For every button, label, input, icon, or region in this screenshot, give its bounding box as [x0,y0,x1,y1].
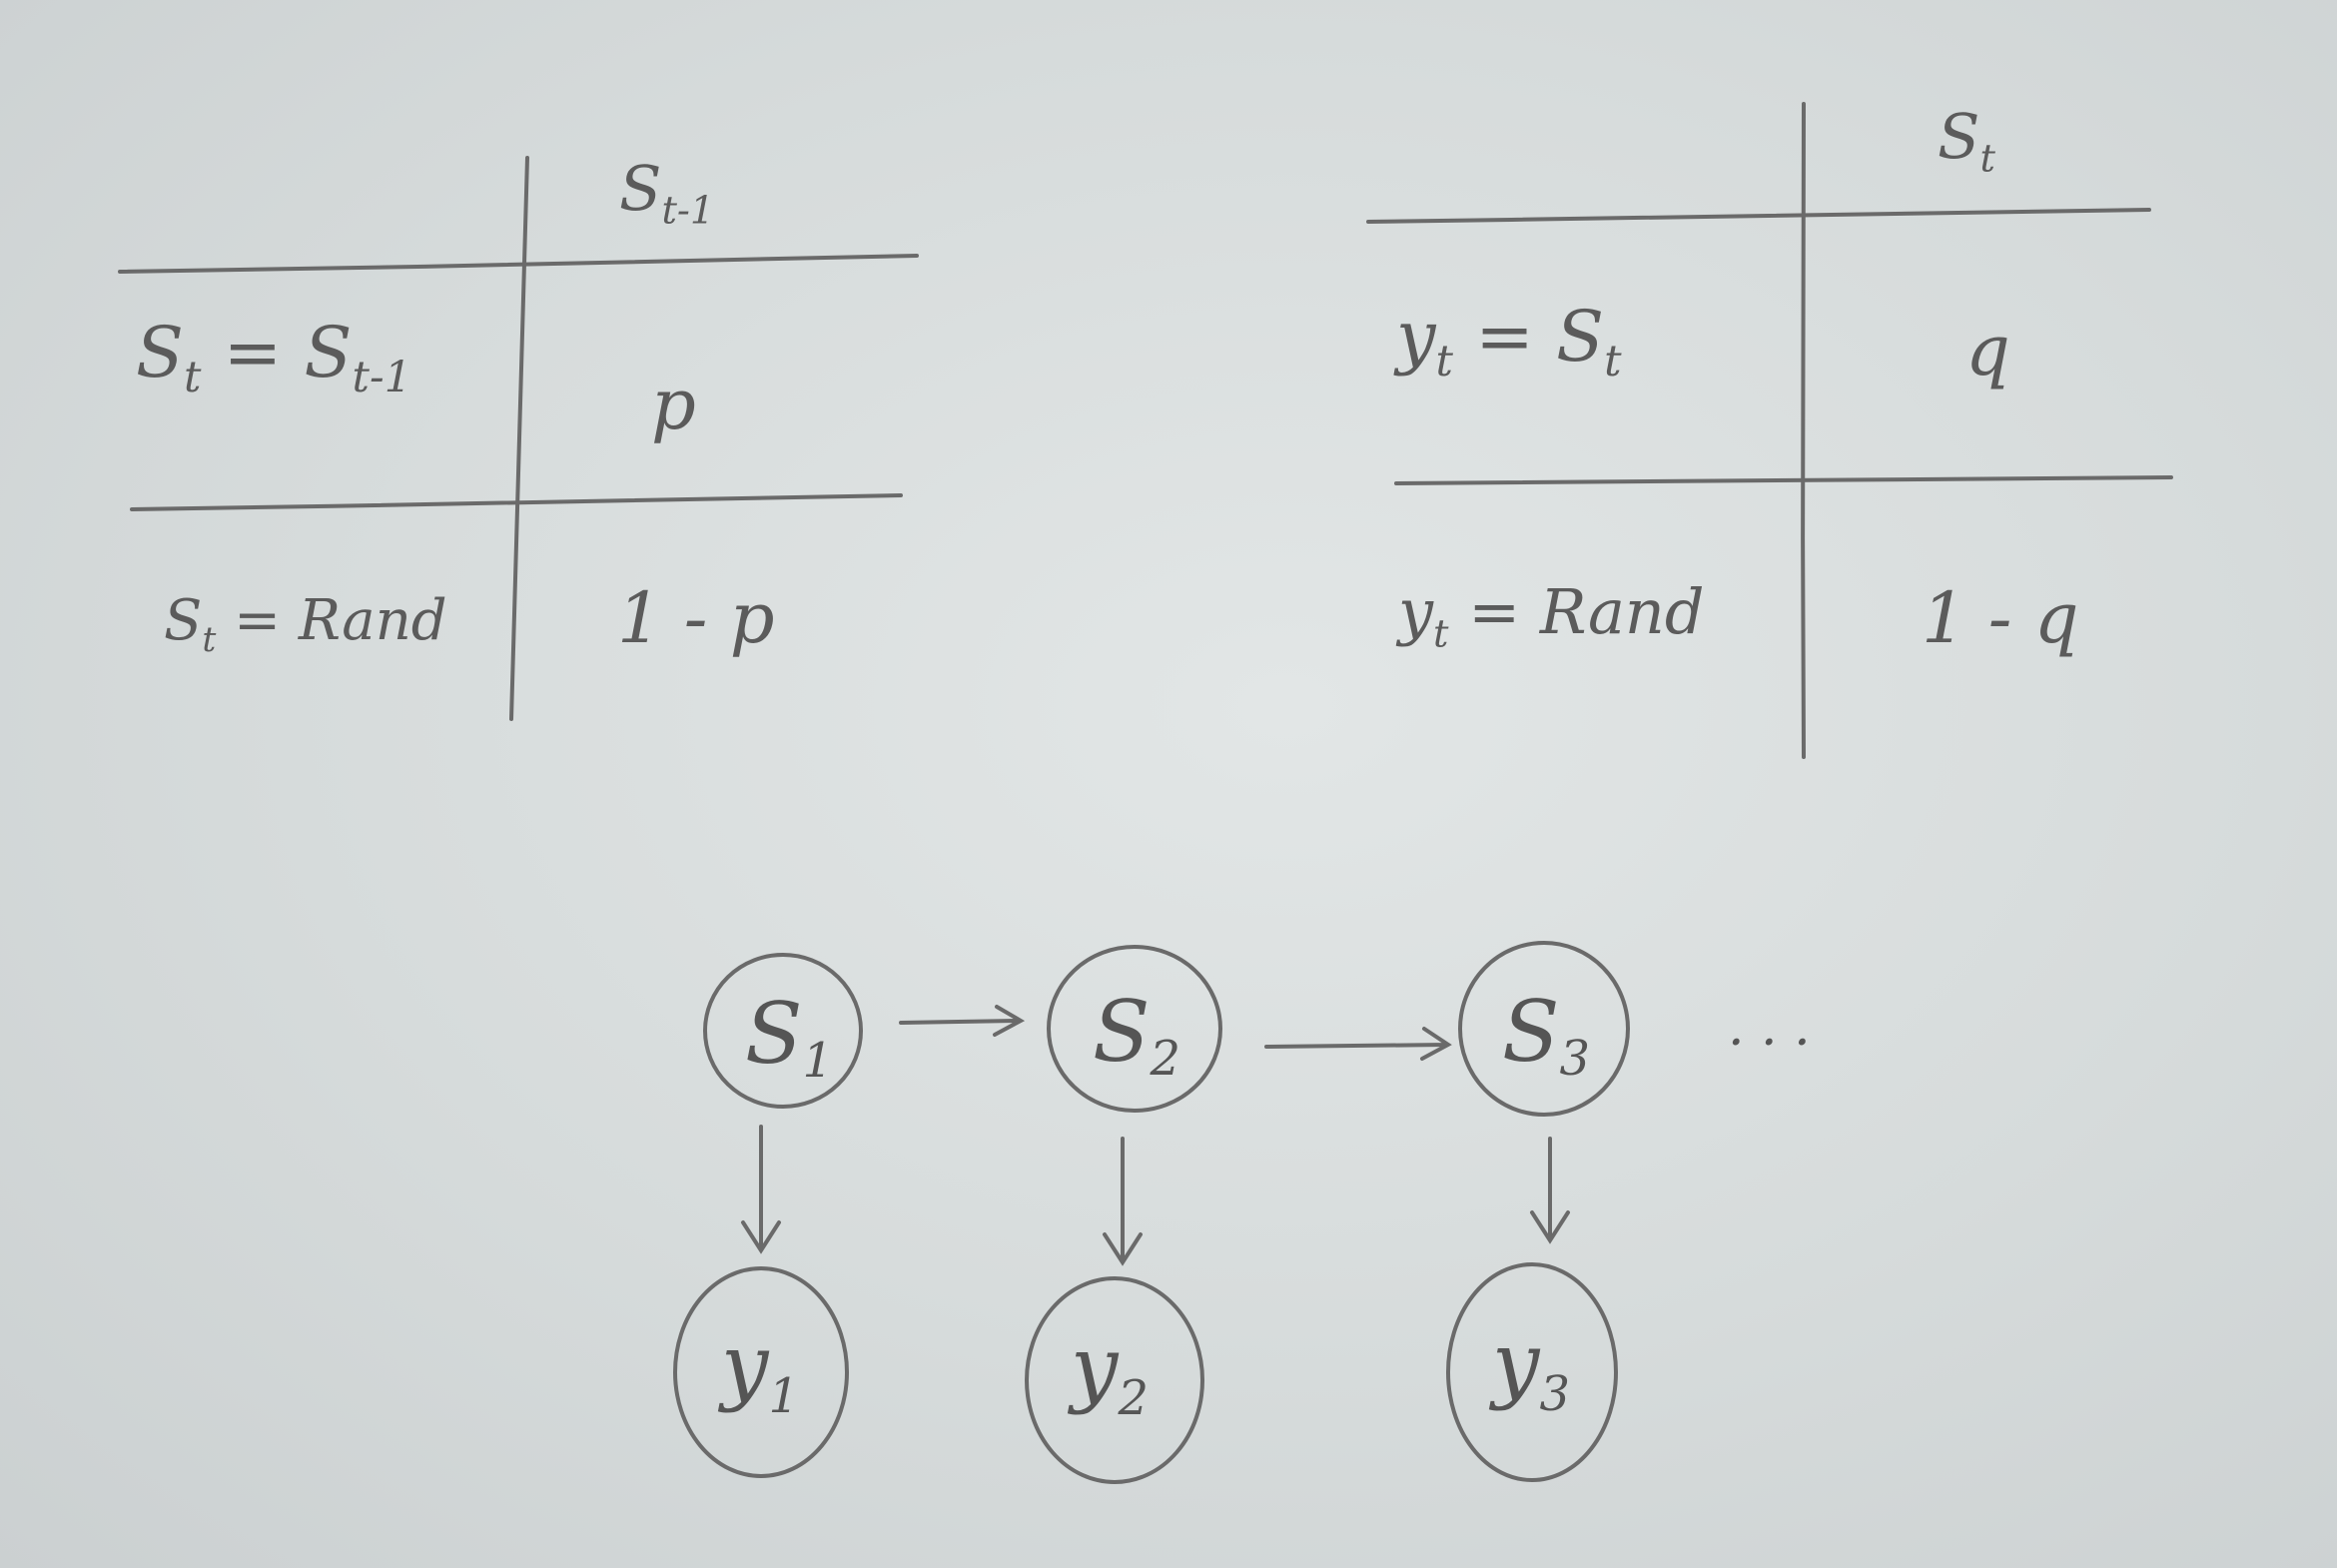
emission-arrow-s2-y2 [1103,1137,1143,1266]
emission-arrow-s1-y1 [741,1125,781,1254]
observation-node-y1 [673,1266,849,1478]
table2-row-rule [1394,475,2173,485]
table1-header-rule [118,254,919,274]
observation-node-y3 [1446,1262,1618,1482]
state-node-s1 [703,953,863,1109]
table2-vertical-rule [1801,102,1806,759]
transition-arrow-s1-s2 [899,1005,1026,1037]
table1-row2-value: 1 - p [617,577,775,659]
table1-header: St-1 [619,152,715,234]
table2-row1-value: q [1965,310,2010,392]
table2-header: St [1938,100,1995,182]
table1-row2-condition: St = Rand [164,588,447,661]
table1-row-rule [130,493,903,511]
state-label-s2: S2 [1093,983,1180,1087]
continuation-ellipsis: . . . [1728,998,1811,1058]
state-label-s1: S1 [745,985,833,1089]
observation-label-y1: y1 [717,1316,799,1424]
table1-row1-condition: St = St-1 [136,312,412,403]
observation-label-y3: y3 [1488,1314,1570,1422]
observation-label-y2: y2 [1067,1318,1149,1426]
table2-row1-condition: yt = St [1396,296,1622,388]
state-node-s2 [1047,945,1222,1113]
table1-vertical-rule [509,156,529,721]
table2-header-rule [1366,208,2151,224]
emission-arrow-s3-y3 [1530,1137,1570,1244]
state-label-s3: S3 [1502,983,1590,1087]
table2-row2-value: 1 - q [1922,577,2079,659]
table2-row2-condition: yt = Rand [1398,575,1705,657]
state-node-s3 [1458,941,1630,1117]
transition-arrow-s2-s3 [1264,1027,1452,1061]
table1-row1-value: p [651,364,696,445]
observation-node-y2 [1025,1276,1204,1484]
